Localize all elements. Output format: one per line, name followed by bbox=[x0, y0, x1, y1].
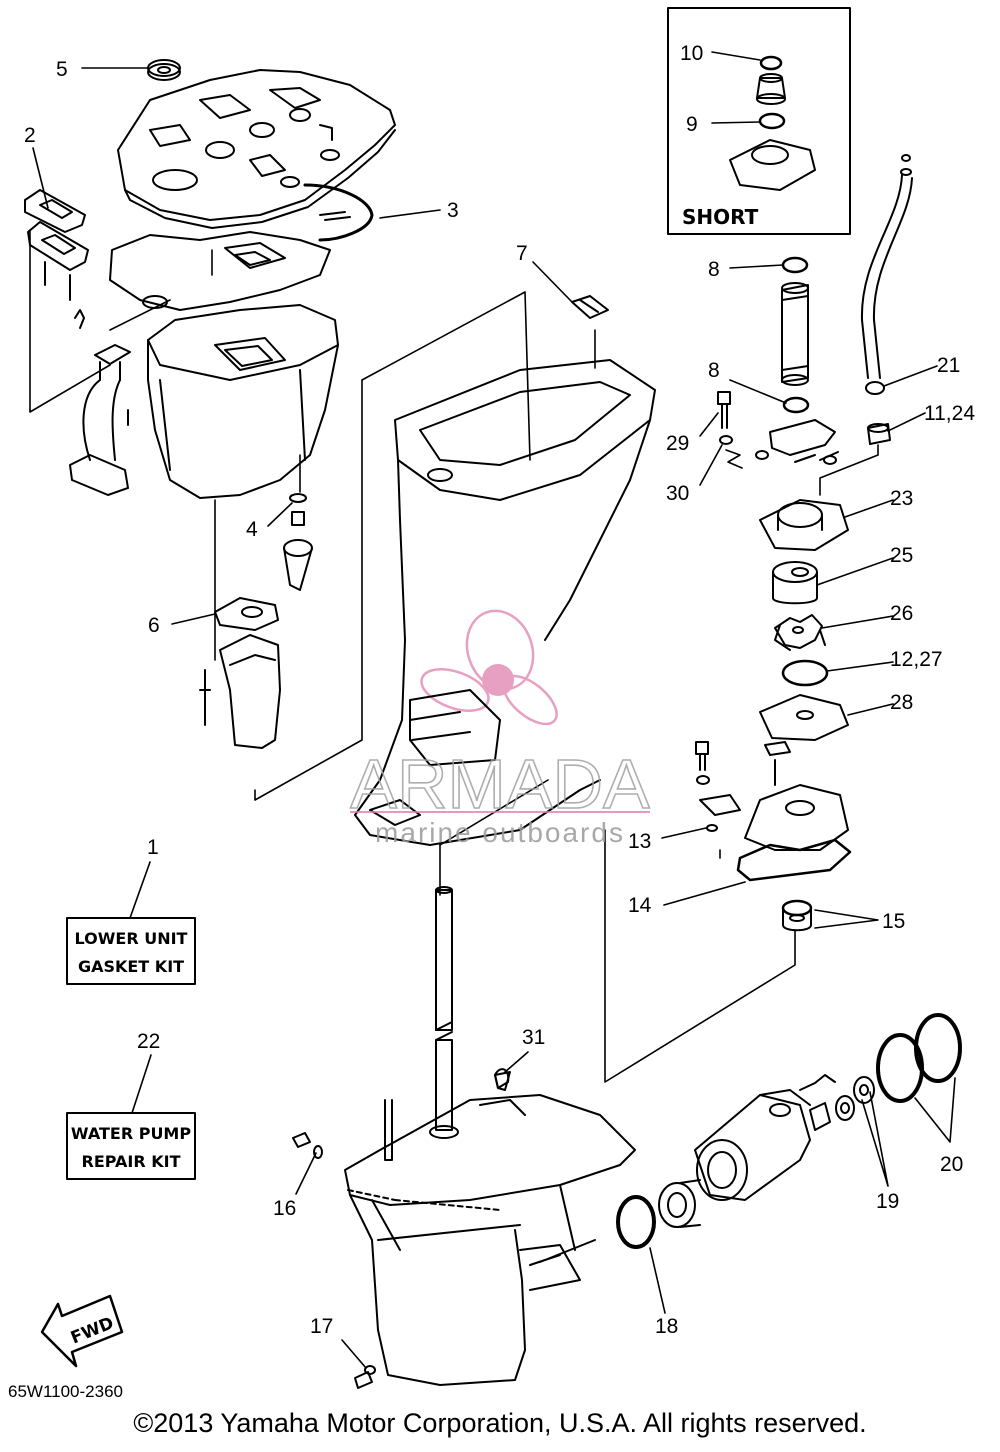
upper-casing-plate bbox=[117, 69, 396, 229]
part-19-washers bbox=[799, 1074, 875, 1131]
callout-20: 20 bbox=[940, 1153, 963, 1176]
callout-28: 28 bbox=[890, 691, 913, 714]
watermark-brand: ARMADA bbox=[350, 745, 650, 823]
drive-shaft bbox=[429, 886, 459, 1139]
inset-short-box bbox=[667, 7, 851, 235]
callout-23: 23 bbox=[890, 487, 913, 510]
callout-7: 7 bbox=[516, 242, 528, 265]
callout-numbers: 5 2 3 7 4 6 1 22 31 16 17 18 19 20 10 9 … bbox=[24, 42, 975, 1338]
lower-unit-kit-line2: GASKET KIT bbox=[78, 957, 184, 976]
insert-cartridge-part-25 bbox=[772, 561, 818, 605]
screw-part-16 bbox=[292, 1132, 323, 1159]
callout-25: 25 bbox=[890, 544, 913, 567]
callout-15: 15 bbox=[882, 910, 905, 933]
water-pump-base bbox=[699, 759, 849, 851]
water-hose bbox=[860, 154, 913, 379]
damper-part-7 bbox=[571, 295, 609, 319]
washer-part-30 bbox=[719, 435, 733, 445]
o-ring-part-20b bbox=[914, 1013, 962, 1083]
callout-14: 14 bbox=[628, 894, 652, 917]
impeller-part-26 bbox=[774, 614, 826, 651]
o-ring-part-18 bbox=[616, 1195, 656, 1249]
callout-5: 5 bbox=[56, 58, 68, 81]
grommet-part-4 bbox=[283, 493, 313, 591]
callout-16: 16 bbox=[273, 1197, 296, 1220]
o-ring-part-12-27 bbox=[781, 659, 829, 687]
callout-1: 1 bbox=[147, 836, 159, 859]
assembly-lines bbox=[29, 229, 796, 1083]
bolt-part-29 bbox=[717, 391, 731, 429]
o-ring-part-8-bottom bbox=[782, 396, 810, 414]
bolt-lower-pump bbox=[695, 741, 710, 785]
callout-11-24: 11,24 bbox=[924, 402, 975, 425]
seal-part-5 bbox=[147, 59, 181, 81]
fwd-arrow-icon bbox=[40, 1294, 124, 1368]
inset-short-parts bbox=[729, 55, 816, 191]
lower-unit-gasket-kit-box bbox=[66, 917, 196, 985]
callout-3: 3 bbox=[447, 199, 459, 222]
water-pump-repair-kit-box bbox=[66, 1112, 196, 1180]
grommet-part-21 bbox=[865, 381, 885, 395]
shaft-line bbox=[529, 1239, 596, 1266]
callout-4: 4 bbox=[246, 518, 258, 541]
callout-31: 31 bbox=[522, 1026, 545, 1049]
callout-9: 9 bbox=[686, 113, 698, 136]
water-tube-part bbox=[781, 282, 809, 386]
callout-29: 29 bbox=[666, 432, 689, 455]
propeller-shaft-housing bbox=[694, 1089, 811, 1201]
callout-6: 6 bbox=[148, 614, 160, 637]
callout-13: 13 bbox=[628, 830, 651, 853]
callout-18: 18 bbox=[655, 1315, 678, 1338]
upper-casing bbox=[354, 359, 656, 846]
water-pump-kit-line1: WATER PUMP bbox=[71, 1124, 191, 1143]
copyright-notice: ©2013 Yamaha Motor Corporation, U.S.A. A… bbox=[133, 1408, 867, 1438]
gasket-part-6 bbox=[214, 597, 279, 631]
water-tube-assembly bbox=[69, 309, 131, 496]
callout-17: 17 bbox=[310, 1315, 333, 1338]
oil-seals-part-15 bbox=[781, 899, 813, 932]
gasket-part-3 bbox=[303, 183, 374, 242]
callout-2: 2 bbox=[24, 124, 36, 147]
outer-plate-part-28 bbox=[759, 694, 849, 756]
callout-8-top: 8 bbox=[708, 258, 720, 281]
gasket-part-14 bbox=[736, 838, 852, 882]
callout-12-27: 12,27 bbox=[890, 648, 943, 671]
pump-bracket bbox=[755, 419, 839, 465]
lower-unit-kit-line1: LOWER UNIT bbox=[75, 929, 188, 948]
callout-10: 10 bbox=[680, 42, 703, 65]
callout-8-bottom: 8 bbox=[708, 359, 720, 382]
water-pump-kit-line2: REPAIR KIT bbox=[82, 1152, 181, 1171]
callout-22: 22 bbox=[137, 1030, 160, 1053]
screw-part-17 bbox=[354, 1365, 376, 1389]
exhaust-pipe bbox=[199, 634, 281, 749]
callout-30: 30 bbox=[666, 482, 689, 505]
oil-pan bbox=[147, 304, 339, 499]
grommet-part-11-24 bbox=[867, 423, 891, 445]
callout-19: 19 bbox=[876, 1190, 899, 1213]
exhaust-gasket bbox=[109, 231, 331, 311]
pump-housing-part-23 bbox=[759, 499, 849, 551]
inset-short-label: SHORT bbox=[682, 205, 759, 229]
bearing-carrier bbox=[658, 1179, 701, 1228]
drawing-code: 65W1100-2360 bbox=[8, 1382, 123, 1401]
o-ring-part-8-top bbox=[781, 256, 809, 274]
watermark-tagline: marine outboards bbox=[375, 817, 625, 848]
callout-21: 21 bbox=[937, 354, 960, 377]
gasket-part-2 bbox=[24, 189, 89, 301]
lower-unit-housing bbox=[344, 1071, 636, 1386]
callout-26: 26 bbox=[890, 602, 913, 625]
armada-logo-watermark bbox=[420, 609, 558, 726]
callout-leaders bbox=[32, 51, 956, 1369]
